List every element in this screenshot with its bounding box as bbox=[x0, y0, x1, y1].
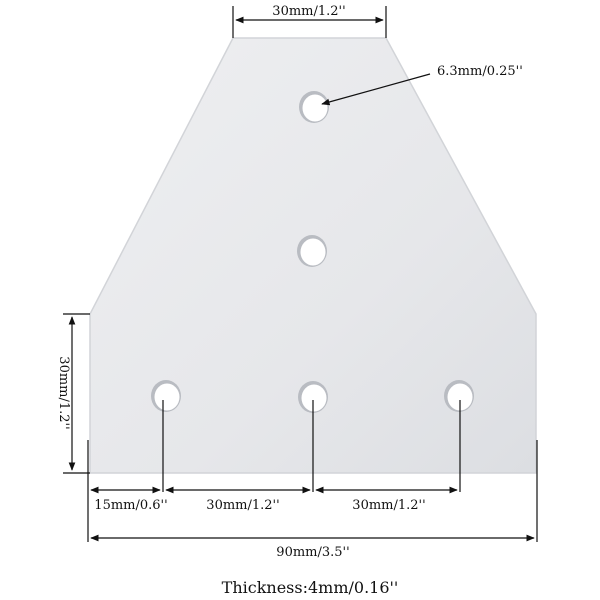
hole-extension-lines bbox=[87, 400, 538, 542]
hole-bottom-right bbox=[444, 380, 474, 412]
edge-to-hole-dimension: 15mm/0.6'' bbox=[90, 486, 168, 513]
hole-top bbox=[299, 91, 329, 123]
top-width-dimension: 30mm/1.2'' bbox=[232, 4, 387, 38]
top-width-label: 30mm/1.2'' bbox=[272, 4, 345, 19]
hole-bottom-center bbox=[298, 381, 328, 413]
side-height-dimension: 30mm/1.2'' bbox=[56, 313, 90, 474]
hole-spacing-left-label: 30mm/1.2'' bbox=[206, 498, 279, 513]
hole-spacing-right-dimension: 30mm/1.2'' bbox=[315, 486, 458, 513]
hole-spacing-right-label: 30mm/1.2'' bbox=[352, 498, 425, 513]
hole-middle bbox=[297, 235, 327, 267]
total-width-label: 90mm/3.5'' bbox=[276, 545, 349, 560]
hole-diameter-callout: 6.3mm/0.25'' bbox=[321, 64, 523, 106]
thickness-caption: Thickness:4mm/0.16'' bbox=[222, 578, 399, 597]
hole-spacing-left-dimension: 30mm/1.2'' bbox=[165, 486, 311, 513]
edge-to-hole-label: 15mm/0.6'' bbox=[94, 498, 167, 513]
side-height-label: 30mm/1.2'' bbox=[56, 356, 71, 429]
total-width-dimension: 90mm/3.5'' bbox=[90, 534, 535, 560]
hole-bottom-left bbox=[151, 380, 181, 412]
hole-diameter-label: 6.3mm/0.25'' bbox=[437, 64, 523, 79]
